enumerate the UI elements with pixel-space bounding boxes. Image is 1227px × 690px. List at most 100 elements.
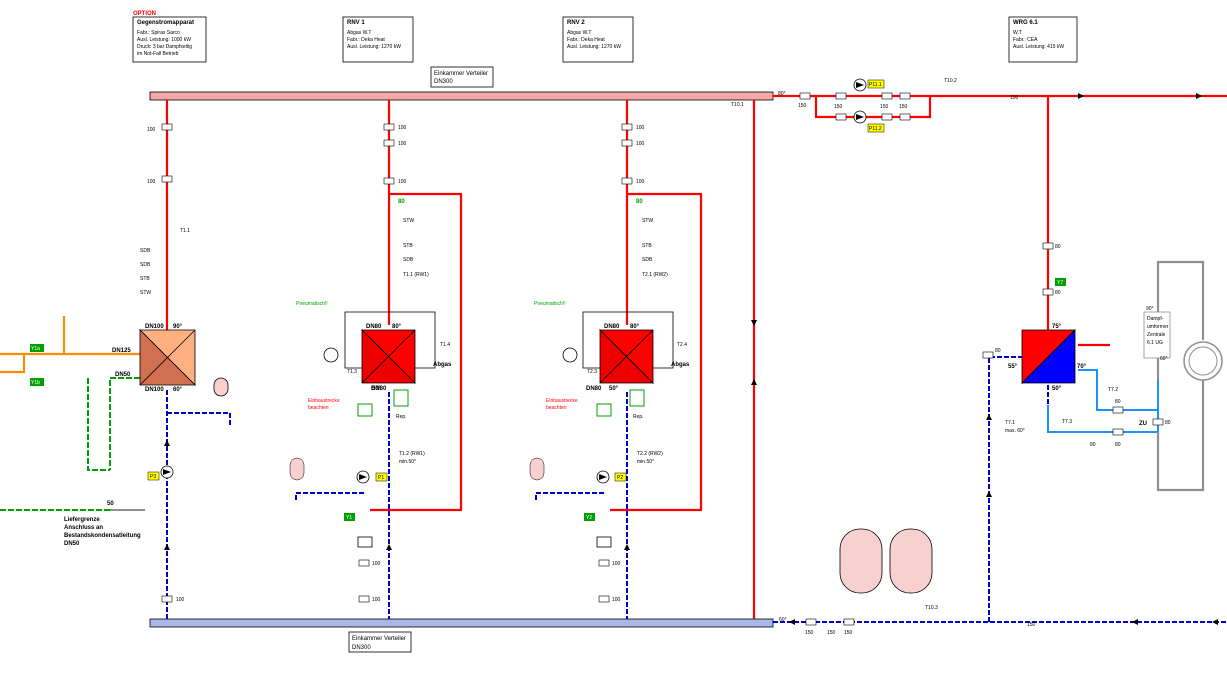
rnv2-stb: STB	[642, 243, 652, 249]
wrg-hx-blue	[1021, 329, 1076, 384]
option-dn100-top: DN100	[145, 324, 164, 330]
fittings	[161, 92, 1164, 626]
top-header-line-1: Einkammer Verteiler	[434, 71, 488, 77]
option-label: OPTION	[133, 11, 156, 17]
bottom-header-line-1: Einkammer Verteiler	[352, 636, 406, 642]
rnv1-sensor-bot-2: min.50°	[399, 459, 416, 465]
zentrale-line-2: umformer	[1147, 324, 1169, 330]
pump-tag-p3	[147, 471, 160, 481]
rnv2-heat-meter	[596, 536, 612, 548]
wrg-dn-80-c: 80	[995, 348, 1001, 354]
rnv1-dn-3: 100	[398, 179, 407, 185]
rnv1-dn80-bot: DN80	[371, 386, 387, 392]
expansion-vessel-1	[839, 528, 883, 594]
rnv1-fan-icon	[323, 347, 339, 363]
rnv1-dn80-top: DN80	[366, 324, 382, 330]
valve-tag-y2	[584, 513, 595, 521]
option-temp-60: 60°	[173, 387, 183, 393]
option-dn-label-2: 100	[147, 179, 156, 185]
rnv2-expansion-vessel	[529, 457, 545, 481]
interface-line-1: Liefergrenze	[64, 517, 100, 523]
rnv2-stw: STW	[642, 218, 653, 224]
rnv2-pneumatik: Pneumatisch!!	[534, 301, 566, 307]
bottom-header-line-2: DN300	[352, 645, 371, 651]
rnv1-stb: STB	[403, 243, 413, 249]
option-info-box	[132, 16, 207, 63]
zentrale-label-box	[1143, 311, 1171, 359]
valve-y2-label: Y2	[586, 515, 592, 521]
top-header-box	[430, 66, 494, 88]
wrg-zu: ZU	[1139, 421, 1147, 427]
rnv2-sensor-bot-1: T2.2 (RW2)	[637, 451, 663, 457]
valve-tag-y1b	[30, 378, 44, 386]
wrg-temp-50: 50°	[1052, 386, 1062, 392]
sensor-t10-2: T10.2	[944, 78, 957, 84]
rnv2-abgas: Abgas	[671, 362, 690, 368]
rnv1-dn-5: 100	[372, 597, 381, 603]
option-dn125: DN125	[112, 348, 131, 354]
rnv2-fan-icon	[562, 347, 578, 363]
rnv2-temp-50: 50°	[609, 386, 619, 392]
rnv2-einbau-1: Einbaustrecke	[546, 398, 578, 404]
wrg-t7-1: T7.1	[1005, 420, 1015, 426]
rnv1-sensor-top: T1.1 (RW1)	[403, 272, 429, 278]
option-dn-label-3: 100	[176, 597, 185, 603]
rnv2-dn-3: 100	[636, 179, 645, 185]
return-dn-150-a: 150	[805, 630, 814, 636]
option-line-3: Druck: 3 bar Dampfseitig	[137, 44, 192, 50]
wrg-line-2: Fabr.: CEA	[1013, 37, 1038, 43]
pump-p11-1-label: P11.1	[869, 82, 882, 88]
rnv1-dn80-side: 80	[398, 199, 405, 205]
return-temp-60: 60°	[779, 617, 787, 623]
wrg-t7-2: T7.2	[1108, 387, 1118, 393]
rnv2-flowmeter	[596, 403, 612, 417]
option-sdb-2: SDB	[140, 262, 151, 268]
wrg-dn-80-a: 80	[1055, 244, 1061, 250]
rnv1-dn-2: 100	[398, 141, 407, 147]
rnv2-dn80-top: DN80	[604, 324, 620, 330]
option-dn50: DN50	[115, 372, 131, 378]
supply-temp-80: 80°	[778, 91, 786, 97]
bottom-header-box	[348, 631, 412, 653]
steam-pipes	[0, 316, 140, 374]
rnv2-t-right: T2.4	[677, 342, 687, 348]
rnv2-dn80-side: 80	[636, 199, 643, 205]
rnv1-line-2: Fabr.: Deka Heat	[347, 37, 385, 43]
rnv1-pneumatik: Pneumatisch!!	[296, 301, 328, 307]
wrg-title: WRG 6.1	[1013, 20, 1038, 26]
rnv1-title: RNV 1	[347, 20, 365, 26]
rnv2-title: RNV 2	[567, 20, 585, 26]
rnv1-expansion-vessel	[289, 457, 305, 481]
flow-arrows	[164, 93, 1218, 625]
rnv2-sensor-top: T2.1 (RW2)	[642, 272, 668, 278]
option-sdb-1: SDB	[140, 248, 151, 254]
wrg-t7-1-max: max. 60°	[1005, 428, 1025, 434]
valve-y1b-label: Y1b	[31, 380, 40, 386]
wrg-temp-70: 70°	[1077, 364, 1087, 370]
wrg-line-1: W.T	[1013, 30, 1022, 36]
rnv1-sdb: SDB	[403, 257, 414, 263]
option-line-4: im Not-Fall Betrieb	[137, 51, 179, 57]
wrg-temp-75: 75°	[1052, 324, 1062, 330]
valve-tag-y1	[344, 513, 355, 521]
pump-p11-2-label: P11.2	[869, 126, 882, 132]
option-dn100-bot: DN100	[145, 387, 164, 393]
hot-pipes	[165, 94, 1227, 619]
rnv2-info-box	[562, 16, 634, 63]
wrg-dn-80-e: 80	[1115, 442, 1121, 448]
pump-p1-label: P1	[378, 475, 384, 481]
cold-pipes	[166, 356, 1227, 623]
interface-line-2: Anschluss an	[64, 525, 103, 531]
rnv1-einbau-2: beachten	[308, 405, 329, 411]
pump-tag-p2	[614, 472, 627, 482]
dn-150-c: 150	[880, 104, 889, 110]
option-expansion-vessel	[213, 377, 229, 397]
rnv1-temp-80: 80°	[392, 324, 402, 330]
zentrale-line-3: Zentrale	[1147, 332, 1166, 338]
rnv1-sensor-bot-1: T1.2 (RW1)	[399, 451, 425, 457]
wrg-dn-80-g: 80	[1165, 420, 1171, 426]
return-header	[149, 618, 774, 628]
option-line-1: Fabr.: Spirax Sarco	[137, 30, 180, 36]
rnv1-temp-50-visible: 50°	[372, 386, 382, 392]
zentrale-vessel-inner	[1188, 346, 1218, 376]
